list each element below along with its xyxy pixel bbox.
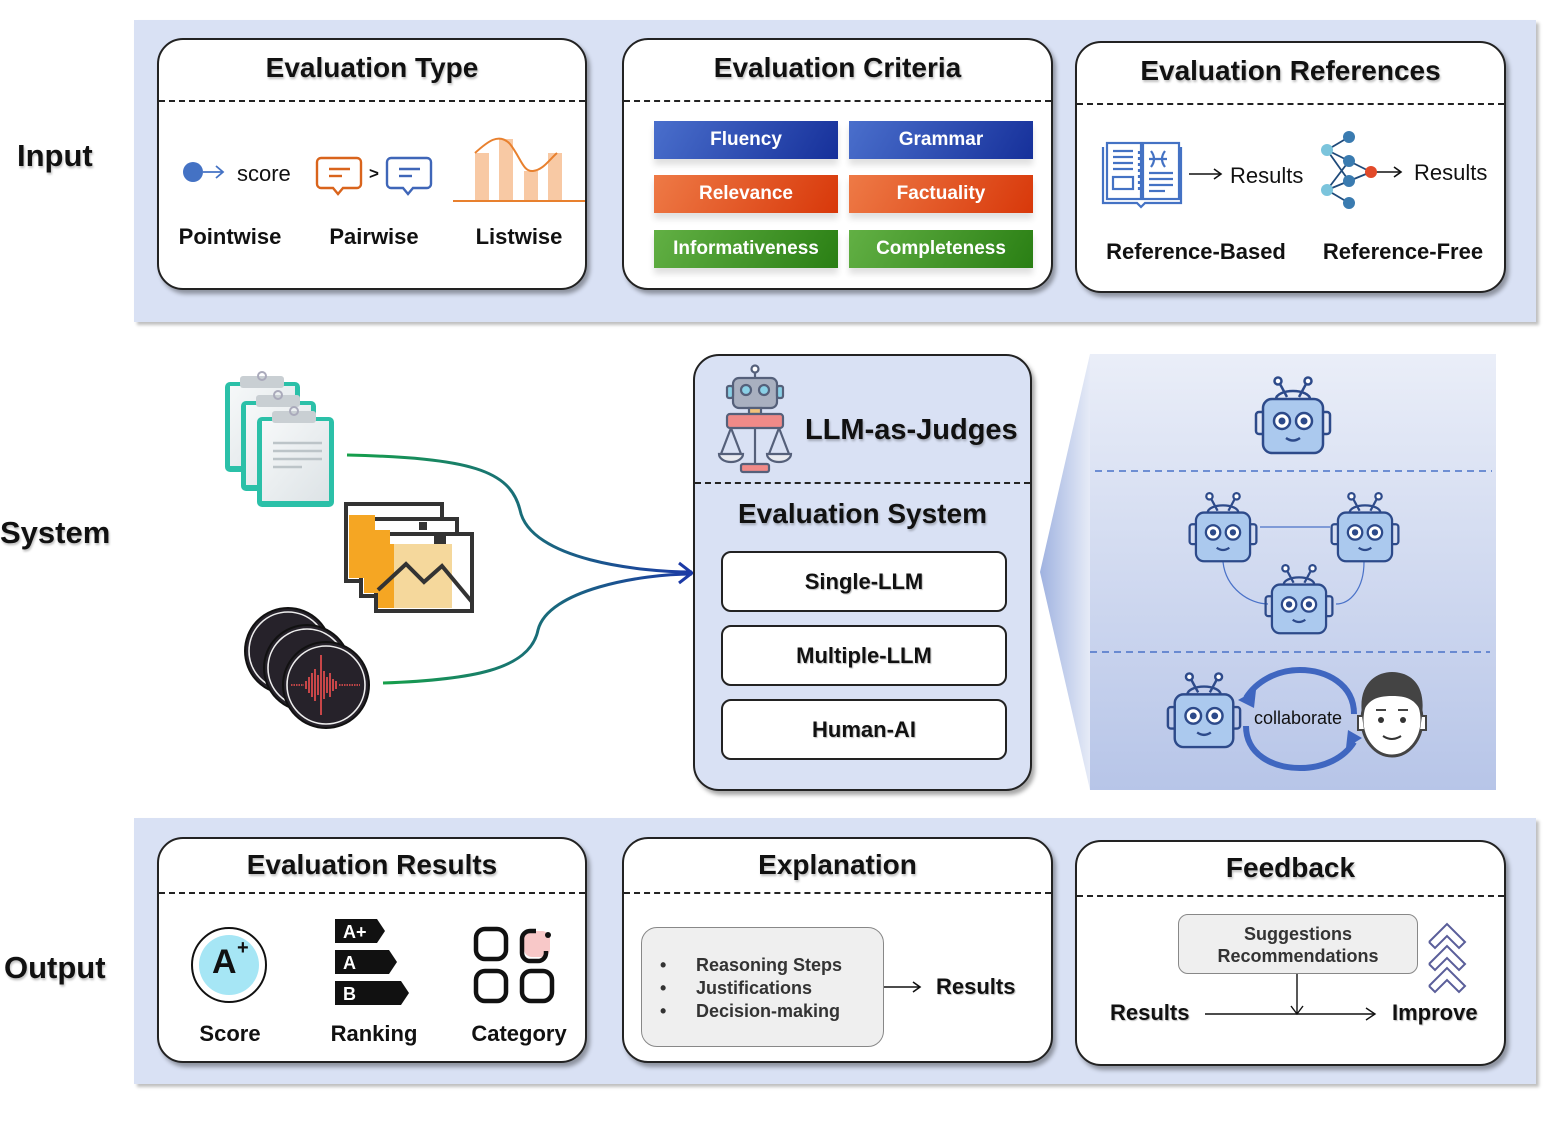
collaborate-label: collaborate — [1254, 708, 1343, 728]
score-label: Score — [199, 1021, 261, 1046]
divider — [695, 482, 1030, 484]
ranking-label: Ranking — [330, 1021, 418, 1046]
divider — [159, 100, 585, 102]
ranking-level-a: A — [343, 953, 356, 973]
suggestions-box: Suggestions Recommendations — [1178, 914, 1418, 974]
evaluation-type-card: Evaluation Type score > Pointwise Pairwi… — [157, 38, 587, 290]
explanation-results-label: Results — [936, 974, 1016, 999]
explanation-bullet: •Decision-making — [660, 1001, 841, 1021]
robot-icon-collab — [1166, 672, 1242, 749]
divider — [159, 892, 585, 894]
system-item-single-llm: Single-LLM — [721, 551, 1007, 612]
listwise-chart-icon — [453, 137, 585, 202]
criteria-chip-grammar: Grammar — [849, 121, 1033, 159]
robot-judge-scale-icon — [717, 364, 793, 474]
feedback-flow-arrows — [1205, 974, 1377, 1021]
explanation-card: Explanation •Reasoning Steps •Justificat… — [622, 837, 1053, 1063]
robot-icon-multi-3 — [1264, 564, 1334, 635]
arrow-right-icon — [884, 981, 922, 993]
evaluation-results-title: Evaluation Results — [246, 849, 498, 880]
evaluation-criteria-title: Evaluation Criteria — [713, 52, 962, 83]
feedback-card: Feedback Suggestions Recommendations Res… — [1075, 840, 1506, 1066]
row-label-output: Output — [4, 950, 106, 985]
llm-judges-title: LLM-as-Judges — [805, 414, 1018, 446]
score-text: score — [237, 161, 291, 186]
divider — [1077, 103, 1504, 105]
robot-icon-single — [1254, 376, 1332, 455]
human-face-icon — [1357, 672, 1427, 758]
arrow-right-icon — [1189, 168, 1223, 180]
evaluation-results-card: Evaluation Results A + A+ A B Score Rank… — [157, 837, 587, 1063]
reference-based-label: Reference-Based — [1106, 239, 1286, 264]
pointwise-label: Pointwise — [178, 224, 282, 249]
divider — [624, 100, 1051, 102]
category-grid-icon — [473, 926, 555, 1004]
llm-judges-panel: LLM-as-Judges Evaluation System Single-L… — [693, 354, 1032, 791]
divider — [624, 892, 1051, 894]
robot-icon-multi-1 — [1188, 492, 1258, 563]
feedback-results-label: Results — [1110, 1000, 1190, 1025]
criteria-chip-informativeness: Informativeness — [654, 230, 838, 268]
reference-book-icon — [1101, 141, 1183, 209]
point-arrow-icon — [183, 162, 225, 182]
criteria-chip-relevance: Relevance — [654, 175, 838, 213]
image-stack-icon — [344, 502, 474, 613]
criteria-chip-fluency: Fluency — [654, 121, 838, 159]
pairwise-chat-icon: > — [315, 156, 433, 196]
row-label-system: System — [0, 515, 111, 550]
explanation-bullet: •Reasoning Steps — [660, 955, 843, 975]
explanation-title: Explanation — [758, 849, 917, 880]
row-label-input: Input — [17, 138, 93, 173]
evaluation-system-title: Evaluation System — [738, 498, 987, 529]
text-documents-icon — [225, 371, 334, 507]
criteria-chip-factuality: Factuality — [849, 175, 1033, 213]
evaluation-type-title: Evaluation Type — [265, 52, 479, 83]
audio-wave-icon — [244, 607, 370, 729]
svg-text:>: > — [369, 164, 379, 183]
collaborate-cycle-arrows — [1238, 666, 1362, 772]
listwise-label: Listwise — [475, 224, 563, 249]
score-badge-plus: + — [237, 937, 249, 959]
ranking-level-a-plus: A+ — [343, 922, 367, 942]
system-item-human-ai: Human-AI — [721, 699, 1007, 760]
category-label: Category — [471, 1021, 567, 1046]
improve-chevrons-icon — [1428, 922, 1467, 994]
reference-based-results: Results — [1230, 163, 1304, 188]
evaluation-references-card: Evaluation References Results — [1075, 41, 1506, 293]
feedback-title: Feedback — [1225, 852, 1356, 883]
explanation-bullet: •Justifications — [660, 978, 813, 998]
evaluation-criteria-card: Evaluation Criteria Fluency Grammar Rele… — [622, 38, 1053, 290]
evaluation-references-title: Evaluation References — [1140, 55, 1441, 86]
pairwise-label: Pairwise — [329, 224, 419, 249]
score-badge-icon: A + — [191, 927, 267, 1003]
suggestions-line: Suggestions — [1243, 924, 1352, 944]
recommendations-line: Recommendations — [1217, 946, 1379, 966]
feedback-improve-label: Improve — [1392, 1000, 1478, 1025]
reference-free-results: Results — [1414, 160, 1488, 185]
ranking-level-b: B — [343, 984, 356, 1004]
network-graph-icon — [1321, 131, 1403, 209]
divider — [1077, 895, 1504, 897]
criteria-chip-completeness: Completeness — [849, 230, 1033, 268]
robot-icon-multi-2 — [1330, 492, 1400, 563]
system-item-multiple-llm: Multiple-LLM — [721, 625, 1007, 686]
reference-free-label: Reference-Free — [1322, 239, 1484, 264]
score-badge-letter: A — [212, 943, 237, 981]
explanation-bullets-box: •Reasoning Steps •Justifications •Decisi… — [641, 927, 884, 1047]
ranking-bars-icon — [335, 919, 409, 1005]
